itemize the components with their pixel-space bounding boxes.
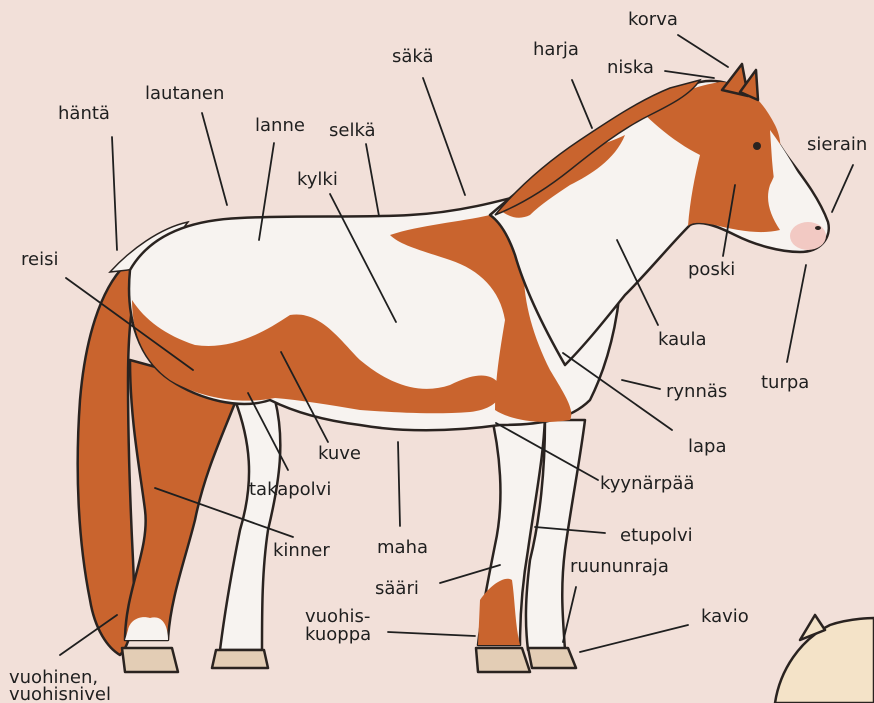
front-hoof-far <box>528 648 576 668</box>
leader-rynnas <box>622 380 660 389</box>
label-kavio: kavio <box>701 606 749 627</box>
label-harja: harja <box>533 39 579 60</box>
leader-korva <box>678 35 728 67</box>
leader-hanta <box>112 137 117 250</box>
label-vuohiskuoppa-line2: kuoppa <box>305 624 371 645</box>
leader-sierain <box>832 165 853 212</box>
horse-illustration <box>78 64 874 703</box>
leader-saka <box>423 78 465 195</box>
leader-turpa <box>787 265 806 362</box>
label-niska: niska <box>607 57 654 78</box>
hind-hoof-near <box>122 648 178 672</box>
label-selka: selkä <box>329 120 376 141</box>
label-vuohinen-line2: vuohisnivel <box>9 684 111 703</box>
label-maha: maha <box>377 537 428 558</box>
label-turpa: turpa <box>761 372 809 393</box>
label-kuve: kuve <box>318 443 361 464</box>
label-kylki: kylki <box>297 169 338 190</box>
label-korva: korva <box>628 9 678 30</box>
label-etupolvi: etupolvi <box>620 525 693 546</box>
label-kyynarpaa: kyynärpää <box>600 473 694 494</box>
label-poski: poski <box>688 259 735 280</box>
label-kinner: kinner <box>273 540 330 561</box>
leader-vuohiskuoppa <box>388 632 475 636</box>
label-lanne: lanne <box>255 115 305 136</box>
horse-nostril <box>815 226 821 230</box>
label-sierain: sierain <box>807 134 867 155</box>
label-rynnas: rynnäs <box>666 381 727 402</box>
leader-ruununraja <box>563 587 576 642</box>
horse-eye <box>753 142 761 150</box>
leader-kavio <box>580 625 688 652</box>
label-saka: säkä <box>392 46 434 67</box>
label-reisi: reisi <box>21 249 58 270</box>
leader-harja <box>572 80 592 128</box>
front-hoof-near <box>476 648 530 672</box>
label-lautanen: lautanen <box>145 83 224 104</box>
label-kaula: kaula <box>658 329 707 350</box>
label-takapolvi: takapolvi <box>249 479 331 500</box>
leader-niska <box>665 71 714 78</box>
leader-lautanen <box>202 113 227 205</box>
hind-hoof-far <box>212 650 268 668</box>
horse-muzzle <box>790 222 826 250</box>
label-lapa: lapa <box>688 436 727 457</box>
label-hanta: häntä <box>58 103 110 124</box>
label-saari: sääri <box>375 578 419 599</box>
leader-selka <box>366 144 379 216</box>
leader-maha <box>398 442 400 526</box>
label-ruununraja: ruununraja <box>570 556 669 577</box>
